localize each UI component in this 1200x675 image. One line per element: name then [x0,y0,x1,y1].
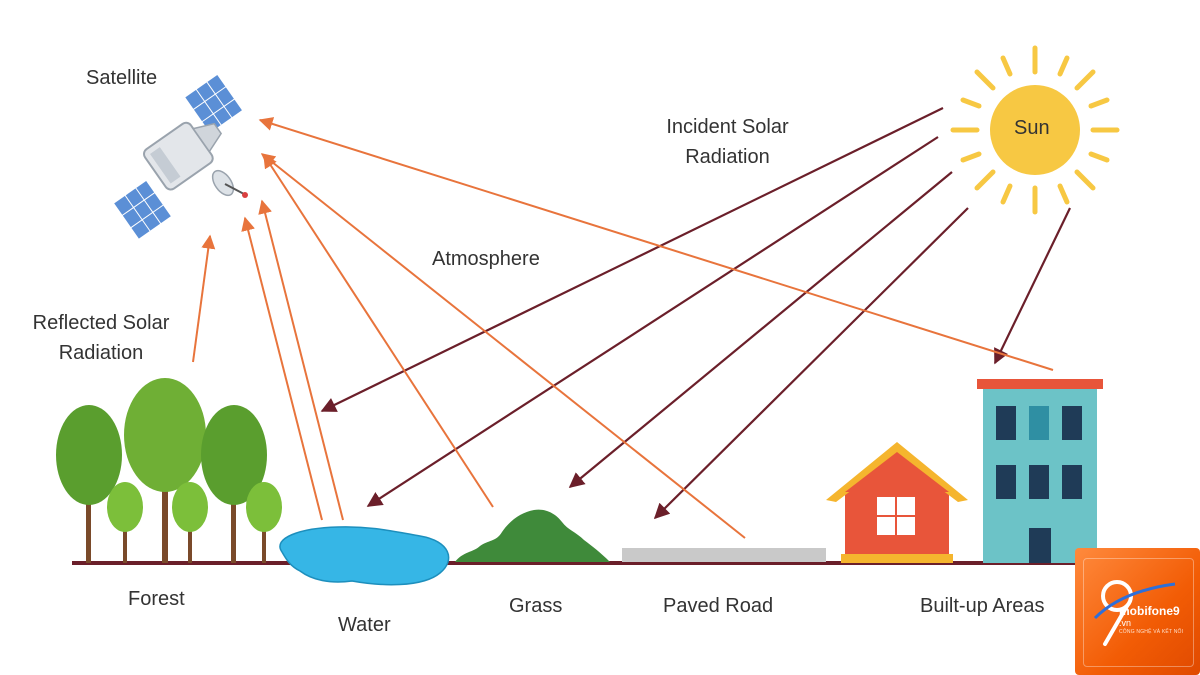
house-icon [826,442,968,563]
forest-trees [56,378,282,563]
grass-bush [455,509,610,562]
sun-label: Sun [1014,117,1050,139]
logo-mark-icon [1093,580,1176,646]
reflected-arrows [192,117,1054,539]
paved-road-label: Paved Road [663,595,774,617]
built-up-areas-label: Built-up Areas [920,595,1045,617]
incident-arrow-water-2 [366,136,939,507]
incident-label-line1: Incident Solar [666,116,789,138]
forest-label: Forest [128,588,185,610]
reflected-radiation-label: Reflected Solar Radiation [14,308,188,368]
reflected-label-line1: Reflected Solar [32,312,170,334]
logo-frame [1083,558,1194,667]
reflected-arrow-grass [263,153,494,508]
logo-tld: .vn [1119,618,1132,628]
water-pond [279,526,450,586]
reflected-label-line2: Radiation [58,342,144,364]
office-building-icon [977,379,1103,563]
logo-brand: mobifone9 [1119,604,1180,618]
reflected-arrow-forest [192,234,216,363]
incident-arrows [320,107,1071,520]
mobifone9-logo: mobifone9 .vn CÔNG NGHỆ VÀ KẾT NỐI [1075,548,1200,675]
logo-tagline: CÔNG NGHỆ VÀ KẾT NỐI [1119,629,1184,635]
incident-radiation-label: Incident Solar Radiation [640,112,815,172]
water-label: Water [338,614,391,636]
reflected-arrow-water-1 [241,216,323,521]
sun-icon [950,45,1120,215]
atmosphere-label: Atmosphere [432,248,540,270]
incident-arrow-road [653,207,969,520]
grass-label: Grass [509,595,563,617]
reflected-arrow-building [258,117,1054,371]
reflected-arrow-water-2 [258,199,344,521]
paved-road [622,548,826,562]
incident-arrow-building [994,207,1071,365]
incident-arrow-grass [568,171,953,488]
reflected-arrow-road [260,153,746,539]
incident-arrow-water [320,107,944,412]
satellite-icon [112,73,248,240]
satellite-label: Satellite [86,67,158,89]
incident-label-line2: Radiation [685,146,770,168]
